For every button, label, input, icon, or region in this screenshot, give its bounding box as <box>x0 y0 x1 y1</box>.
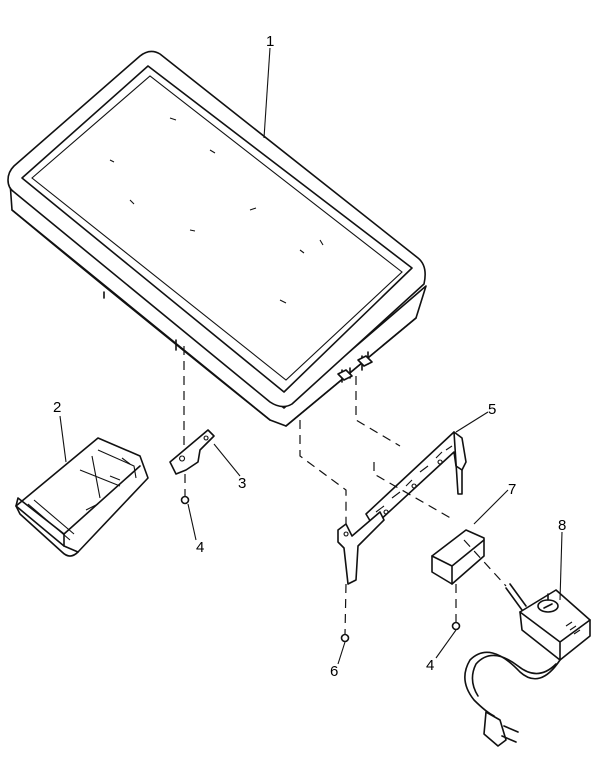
callout-label: 1 <box>266 33 274 50</box>
screw-right-part <box>451 621 461 631</box>
leader-lines <box>59 47 563 665</box>
callout-label: 2 <box>53 399 61 416</box>
screw-left-part <box>180 495 190 505</box>
callout-label: 6 <box>330 663 338 680</box>
callout-label: 8 <box>558 517 566 534</box>
lower-leg-part <box>337 511 385 585</box>
drip-tray-part <box>15 437 149 557</box>
callout-label: 7 <box>508 481 516 498</box>
callout-label: 4 <box>426 657 434 674</box>
callout-label: 5 <box>488 401 496 418</box>
callout-label: 3 <box>238 475 246 492</box>
bracket-part <box>169 429 215 475</box>
temperature-control-part <box>464 583 591 747</box>
assembly-lines <box>183 346 507 635</box>
griddle-part <box>7 50 427 427</box>
screw-bottom-part <box>340 633 350 643</box>
control-bracket-part <box>431 529 485 585</box>
callout-label: 4 <box>196 539 204 556</box>
